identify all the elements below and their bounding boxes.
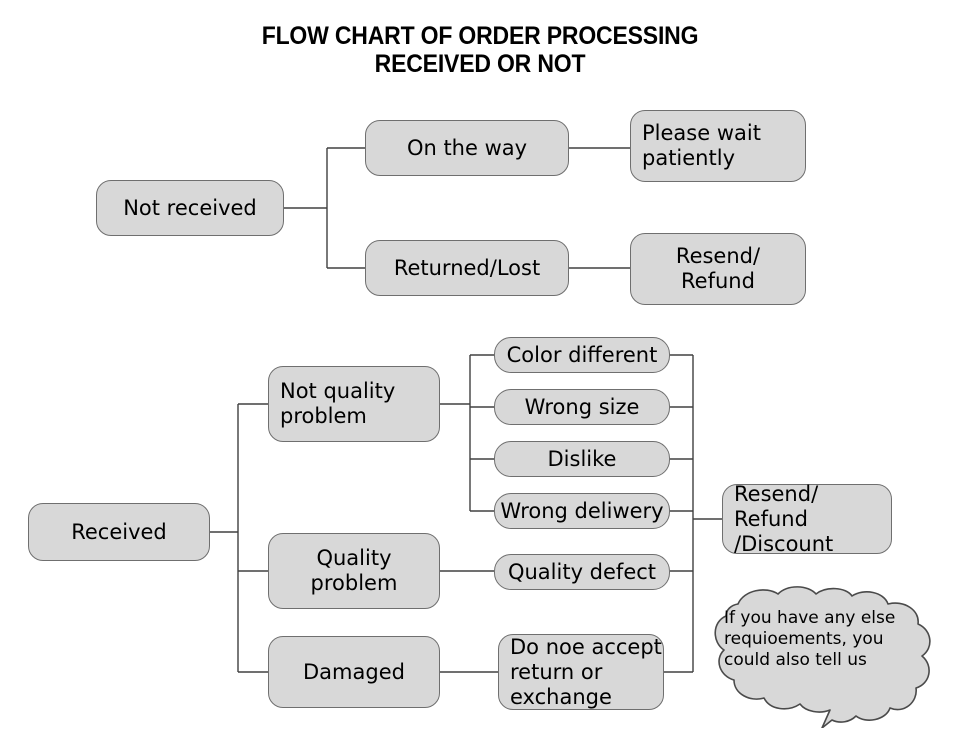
- node-label: Quality problem: [310, 546, 398, 595]
- node-wrong-deliwery[interactable]: Wrong deliwery: [494, 493, 670, 529]
- node-label: Resend/ Refund /Discount: [734, 481, 834, 556]
- node-resend-refund-discount[interactable]: Resend/ Refund /Discount: [722, 481, 892, 556]
- node-label: Not received: [123, 195, 257, 220]
- node-resend-refund[interactable]: Resend/ Refund: [630, 233, 806, 305]
- node-label: Returned/Lost: [393, 255, 541, 280]
- node-color-different[interactable]: Color different: [494, 337, 670, 373]
- node-label: Please wait patiently: [642, 121, 761, 170]
- page-title: FLOW CHART OF ORDER PROCESSING RECEIVED …: [38, 22, 921, 78]
- node-label: Not quality problem: [280, 379, 396, 428]
- bubble-shape: [714, 586, 931, 728]
- node-damaged[interactable]: Damaged: [268, 636, 440, 708]
- node-not-received[interactable]: Not received: [96, 180, 284, 236]
- node-label: Damaged: [303, 659, 405, 684]
- node-returned-lost[interactable]: Returned/Lost: [365, 240, 569, 296]
- node-not-quality[interactable]: Not quality problem: [268, 366, 440, 442]
- node-received[interactable]: Received: [28, 503, 210, 561]
- note-bubble: If you have any else requioements, you c…: [700, 586, 948, 728]
- node-label: Wrong deliwery: [500, 498, 664, 523]
- node-label: Received: [71, 519, 167, 544]
- node-do-noe-accept[interactable]: Do noe accept return or exchange: [498, 634, 664, 710]
- node-label: Wrong size: [524, 394, 640, 419]
- node-on-the-way[interactable]: On the way: [365, 120, 569, 176]
- node-label: Color different: [506, 342, 658, 367]
- note-bubble-text: If you have any else requioements, you c…: [724, 608, 896, 670]
- node-quality-problem[interactable]: Quality problem: [268, 533, 440, 609]
- node-please-wait[interactable]: Please wait patiently: [630, 110, 806, 182]
- node-quality-defect[interactable]: Quality defect: [494, 554, 670, 590]
- node-dislike[interactable]: Dislike: [494, 441, 670, 477]
- node-label: Resend/ Refund: [675, 244, 761, 293]
- node-label: Do noe accept return or exchange: [510, 634, 662, 709]
- title-line-1: FLOW CHART OF ORDER PROCESSING: [261, 22, 699, 50]
- node-label: Quality defect: [507, 559, 657, 584]
- title-line-2: RECEIVED OR NOT: [374, 50, 586, 78]
- node-label: Dislike: [547, 446, 617, 471]
- node-label: On the way: [406, 135, 528, 160]
- node-wrong-size[interactable]: Wrong size: [494, 389, 670, 425]
